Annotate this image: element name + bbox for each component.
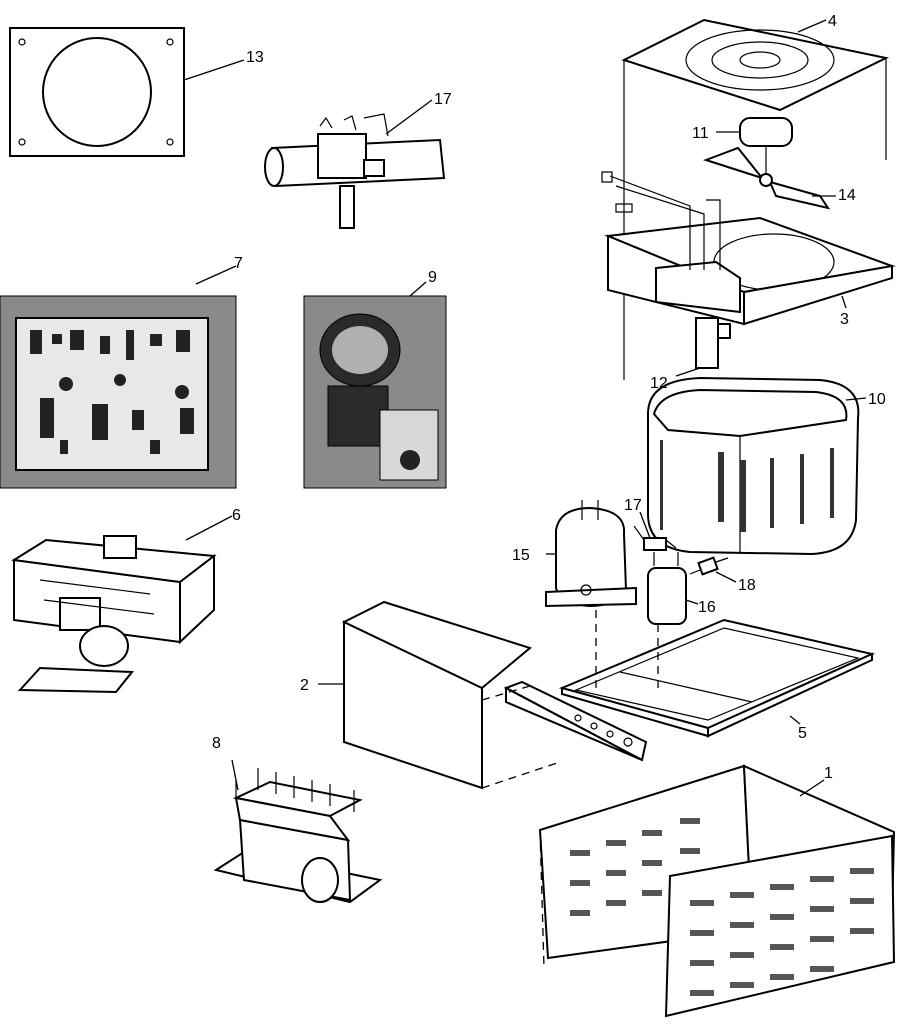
callout-4: 4 <box>828 13 837 30</box>
part-2-control-box-cover <box>341 600 533 790</box>
part-7-control-board <box>0 295 237 489</box>
callout-14: 14 <box>838 187 856 204</box>
callout-13: 13 <box>246 49 264 66</box>
callout-9: 9 <box>428 269 437 286</box>
part-9-capacitor-photo <box>303 295 447 489</box>
base-rail <box>503 680 648 762</box>
leader-lines <box>183 19 867 797</box>
part-1-louvered-panels <box>538 764 896 1018</box>
callout-15: 15 <box>512 547 530 564</box>
callout-18: 18 <box>738 577 756 594</box>
callout-8: 8 <box>212 735 221 752</box>
callout-3: 3 <box>840 311 849 328</box>
part-4-fan-grille-top <box>621 18 890 380</box>
callout-12: 12 <box>650 375 668 392</box>
part-17-pressure-switch-right <box>633 525 677 551</box>
part-8-contactor <box>213 768 383 904</box>
callout-1: 1 <box>824 765 833 782</box>
callout-2: 2 <box>300 677 309 694</box>
part-17-pressure-switch-top <box>264 113 446 229</box>
part-13-gasket-plate <box>9 27 185 157</box>
callout-16: 16 <box>698 599 716 616</box>
callout-6: 6 <box>232 507 241 524</box>
assembly-lines <box>481 610 659 969</box>
callout-5: 5 <box>798 725 807 742</box>
callout-10: 10 <box>868 391 886 408</box>
part-12-capacitor <box>695 317 731 369</box>
part-3-top-panel <box>601 171 896 326</box>
part-18-drier <box>689 556 729 576</box>
part-15-compressor <box>545 500 637 608</box>
part-5-base-pan <box>558 618 876 738</box>
callout-17-right: 17 <box>624 497 642 514</box>
part-16-accumulator <box>647 552 687 625</box>
callout-11: 11 <box>692 125 709 142</box>
callout-7: 7 <box>234 255 243 272</box>
callout-17-top: 17 <box>434 91 452 108</box>
part-6-relay <box>11 535 217 694</box>
part-14-fan-blade <box>702 146 831 210</box>
part-10-condenser-coil <box>647 376 860 556</box>
callout-labels: 13 17 7 9 6 8 2 4 11 14 3 12 10 15 17 16… <box>212 13 886 782</box>
